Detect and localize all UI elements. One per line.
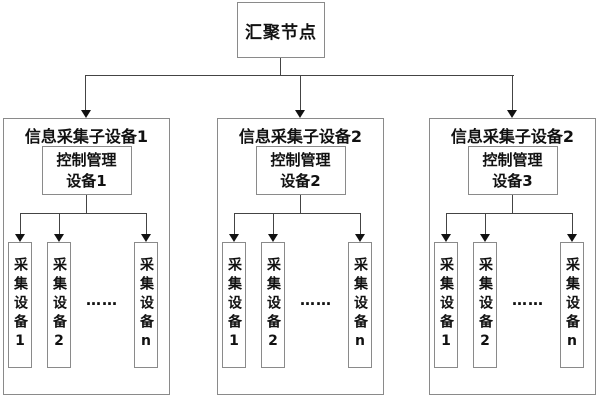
connector-drop-device1 bbox=[446, 213, 447, 235]
device-label: 采集设备1 bbox=[12, 256, 28, 354]
controller-label-line2: 设备3 bbox=[492, 171, 533, 190]
controller-label-line1: 控制管理 bbox=[482, 150, 543, 169]
device-box-1: 采集设备1 bbox=[8, 242, 32, 368]
root-node-label: 汇聚节点 bbox=[245, 22, 317, 43]
connector-drop-group1 bbox=[85, 75, 86, 110]
ellipsis-label: …… bbox=[86, 291, 118, 309]
connector-drop-device-n bbox=[572, 213, 573, 235]
subdevice-group-3: 信息采集子设备2 控制管理 设备3 采集设备1 采集设备2 …… 采集设备n bbox=[429, 118, 596, 395]
connector-devices-hline bbox=[234, 213, 361, 214]
ellipsis-label: …… bbox=[300, 291, 332, 309]
connector-drop-device1 bbox=[234, 213, 235, 235]
connector-root-vline bbox=[280, 58, 281, 75]
device-label: 采集设备2 bbox=[265, 256, 281, 354]
connector-controller-vline bbox=[86, 195, 87, 214]
connector-devices-hline bbox=[20, 213, 147, 214]
device-box-n: 采集设备n bbox=[134, 242, 158, 368]
connector-drop-group2 bbox=[300, 75, 301, 110]
connector-drop-group3 bbox=[512, 75, 513, 110]
root-node-box: 汇聚节点 bbox=[237, 2, 325, 58]
connector-drop-device2 bbox=[485, 213, 486, 235]
controller-label-line1: 控制管理 bbox=[270, 150, 331, 169]
arrowhead-down-icon bbox=[81, 110, 91, 118]
connector-drop-device2 bbox=[273, 213, 274, 235]
connector-devices-hline bbox=[446, 213, 573, 214]
device-box-n: 采集设备n bbox=[348, 242, 372, 368]
connector-drop-device-n bbox=[146, 213, 147, 235]
connector-top-hline bbox=[85, 75, 514, 76]
controller-box: 控制管理 设备1 bbox=[41, 146, 132, 195]
controller-box: 控制管理 设备2 bbox=[255, 146, 346, 195]
controller-label-line1: 控制管理 bbox=[56, 150, 117, 169]
subdevice-group-1: 信息采集子设备1 控制管理 设备1 采集设备1 采集设备2 …… 采集设备n bbox=[3, 118, 170, 395]
arrowhead-down-icon bbox=[567, 234, 577, 242]
device-box-2: 采集设备2 bbox=[261, 242, 285, 368]
arrowhead-down-icon bbox=[141, 234, 151, 242]
arrowhead-down-icon bbox=[507, 110, 517, 118]
connector-drop-device2 bbox=[59, 213, 60, 235]
arrowhead-down-icon bbox=[15, 234, 25, 242]
controller-label-line2: 设备1 bbox=[66, 171, 107, 190]
controller-label: 控制管理 设备1 bbox=[56, 150, 116, 192]
arrowhead-down-icon bbox=[54, 234, 64, 242]
device-label: 采集设备n bbox=[352, 256, 368, 354]
device-label: 采集设备2 bbox=[51, 256, 67, 354]
group-title: 信息采集子设备2 bbox=[238, 127, 363, 146]
group-title: 信息采集子设备1 bbox=[24, 127, 149, 146]
device-box-1: 采集设备1 bbox=[434, 242, 458, 368]
arrowhead-down-icon bbox=[268, 234, 278, 242]
controller-box: 控制管理 设备3 bbox=[467, 146, 558, 195]
arrowhead-down-icon bbox=[441, 234, 451, 242]
subdevice-group-2: 信息采集子设备2 控制管理 设备2 采集设备1 采集设备2 …… 采集设备n bbox=[217, 118, 384, 395]
connector-controller-vline bbox=[512, 195, 513, 214]
device-label: 采集设备2 bbox=[477, 256, 493, 354]
arrowhead-down-icon bbox=[295, 110, 305, 118]
connector-drop-device1 bbox=[20, 213, 21, 235]
group-title: 信息采集子设备2 bbox=[450, 127, 575, 146]
connector-controller-vline bbox=[300, 195, 301, 214]
device-box-n: 采集设备n bbox=[560, 242, 584, 368]
device-box-1: 采集设备1 bbox=[222, 242, 246, 368]
ellipsis-label: …… bbox=[512, 291, 544, 309]
arrowhead-down-icon bbox=[480, 234, 490, 242]
device-label: 采集设备1 bbox=[438, 256, 454, 354]
controller-label-line2: 设备2 bbox=[280, 171, 321, 190]
device-label: 采集设备n bbox=[564, 256, 580, 354]
device-box-2: 采集设备2 bbox=[473, 242, 497, 368]
arrowhead-down-icon bbox=[355, 234, 365, 242]
arrowhead-down-icon bbox=[229, 234, 239, 242]
controller-label: 控制管理 设备3 bbox=[482, 150, 542, 192]
controller-label: 控制管理 设备2 bbox=[270, 150, 330, 192]
device-box-2: 采集设备2 bbox=[47, 242, 71, 368]
connector-drop-device-n bbox=[360, 213, 361, 235]
device-label: 采集设备1 bbox=[226, 256, 242, 354]
device-label: 采集设备n bbox=[138, 256, 154, 354]
